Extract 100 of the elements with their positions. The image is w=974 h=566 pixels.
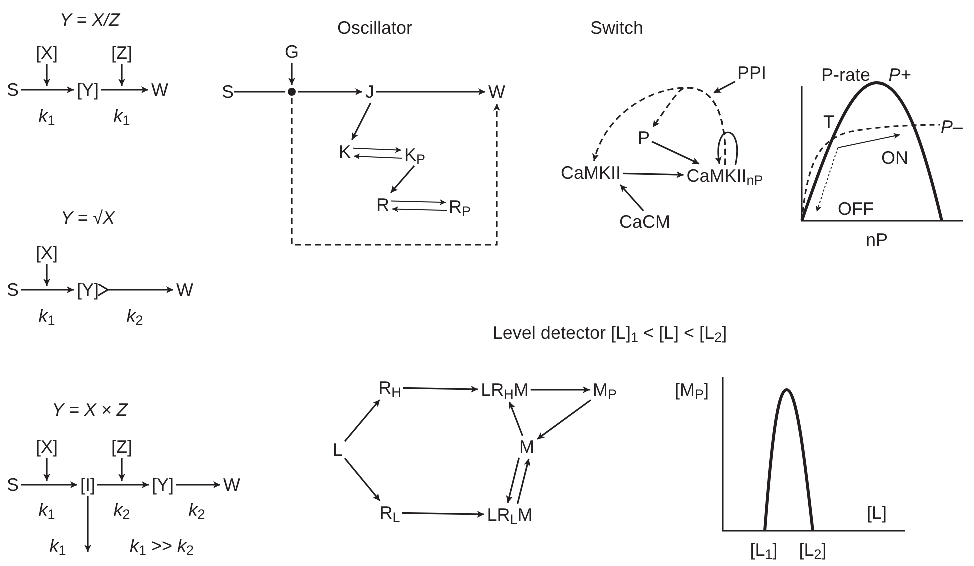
diagram-text: k$_{2}$ bbox=[114, 501, 130, 519]
species-label: PPI bbox=[738, 64, 766, 82]
arrow bbox=[506, 458, 520, 504]
species-label: K bbox=[339, 143, 351, 161]
species-label: [Y] bbox=[77, 281, 99, 299]
species-label: [Z] bbox=[112, 438, 132, 456]
diagram-text: nP bbox=[866, 231, 888, 249]
diagram-text: [M$_{P}$] bbox=[674, 381, 710, 399]
arrow bbox=[97, 283, 174, 297]
arrow bbox=[508, 402, 524, 436]
arrow bbox=[354, 154, 403, 160]
species-label: W bbox=[488, 83, 506, 101]
species-label: [I] bbox=[80, 476, 96, 494]
diagram-text: k$_{1}$ bbox=[38, 307, 56, 325]
species-label: [Z] bbox=[112, 44, 132, 62]
species-label: M bbox=[520, 438, 534, 456]
arrow bbox=[537, 400, 592, 440]
species-label: R$_{H}$ bbox=[378, 379, 402, 397]
species-label: LR$_{H}$M bbox=[481, 381, 529, 399]
arrow bbox=[291, 98, 500, 246]
species-label: LR$_{L}$M bbox=[487, 506, 533, 524]
diagram-text: T bbox=[824, 113, 834, 131]
arrow bbox=[298, 88, 362, 96]
diagram-text: Oscillator bbox=[338, 19, 412, 37]
diagram-text: OFF bbox=[838, 200, 874, 218]
species-label: [X] bbox=[36, 244, 58, 262]
species-label: K$_{P}$ bbox=[404, 146, 426, 164]
species-label: CaMKII$_{nP}$ bbox=[686, 167, 764, 185]
arrow bbox=[118, 64, 126, 86]
arrow bbox=[402, 510, 484, 518]
species-label: G bbox=[285, 43, 299, 61]
diagram-text: P– bbox=[940, 118, 964, 136]
arrow bbox=[98, 482, 149, 488]
diagram-text: P+ bbox=[888, 66, 912, 84]
arrow bbox=[715, 132, 738, 166]
species-label: [Y] bbox=[152, 476, 174, 494]
species-label: R$_{L}$ bbox=[380, 504, 400, 522]
diagram-text: P-rate bbox=[821, 66, 871, 84]
diagram-text: k$_{1}$ bbox=[38, 107, 56, 125]
species-label: W bbox=[152, 81, 168, 99]
species-label: M$_{P}$ bbox=[593, 381, 617, 399]
diagram-text: ON bbox=[882, 149, 908, 167]
arrow bbox=[118, 458, 126, 481]
arrow bbox=[623, 171, 684, 178]
species-label: CaCM bbox=[620, 213, 670, 231]
diagram-text: k$_{2}$ bbox=[188, 501, 206, 519]
diagram-text: Y = X/Z bbox=[60, 11, 120, 29]
arrow bbox=[652, 141, 700, 165]
arrow bbox=[288, 63, 296, 85]
connector-line bbox=[234, 91, 285, 93]
species-label: [X] bbox=[36, 438, 58, 456]
species-label: [X] bbox=[36, 44, 58, 62]
arrow bbox=[530, 386, 590, 394]
species-label: S bbox=[7, 281, 19, 299]
diagram-text: [L$_{1}$] bbox=[750, 541, 778, 559]
species-label: W bbox=[176, 281, 194, 299]
diagram-text: Y = √X bbox=[60, 209, 116, 227]
arrow bbox=[84, 496, 92, 552]
diagram-text: [L] bbox=[867, 504, 887, 522]
species-label: S bbox=[222, 83, 234, 101]
diagram-text: Level detector [L]$_{1}$ < [L] < [L$_{2}$] bbox=[492, 324, 728, 342]
species-label: [Y] bbox=[77, 81, 99, 99]
arrow bbox=[516, 458, 531, 504]
species-label: S bbox=[7, 81, 19, 99]
species-label: J bbox=[366, 83, 374, 101]
arrow bbox=[44, 264, 50, 286]
arrow bbox=[403, 386, 478, 393]
arrow bbox=[714, 80, 736, 94]
species-label: CaMKII bbox=[561, 164, 621, 182]
species-label: P bbox=[638, 129, 650, 147]
arrow bbox=[390, 165, 416, 194]
species-label: S bbox=[7, 476, 19, 494]
diagram-text: k$_{1}$ >> k$_{2}$ bbox=[130, 537, 194, 555]
arrow bbox=[101, 86, 148, 94]
diagram-text: Switch bbox=[590, 19, 644, 37]
diagram-text: k$_{2}$ bbox=[126, 307, 144, 325]
diagram-text: Y = X × Z bbox=[52, 401, 128, 419]
species-label: R bbox=[376, 196, 390, 214]
arrow bbox=[351, 102, 372, 140]
arrow bbox=[44, 64, 50, 86]
arrow bbox=[352, 147, 402, 154]
arrow bbox=[392, 206, 448, 212]
arrow bbox=[176, 482, 220, 488]
diagram-text: k$_{1}$ bbox=[114, 107, 130, 125]
diagram-text: k$_{1}$ bbox=[50, 537, 66, 555]
arrow bbox=[391, 199, 446, 206]
arrow bbox=[44, 458, 50, 481]
species-label: W bbox=[224, 476, 240, 494]
arrow bbox=[376, 88, 486, 96]
species-label: L bbox=[333, 441, 343, 459]
species-label: R$_{P}$ bbox=[449, 198, 471, 216]
arrow bbox=[21, 286, 74, 294]
arrow bbox=[21, 482, 78, 488]
arrow bbox=[344, 399, 381, 442]
diagram-text: k$_{1}$ bbox=[38, 501, 56, 519]
arrow bbox=[652, 87, 726, 165]
arrow bbox=[344, 458, 381, 502]
diagram-text: [L$_{2}$] bbox=[799, 541, 827, 559]
arrow bbox=[21, 86, 74, 94]
arrow bbox=[620, 184, 644, 212]
